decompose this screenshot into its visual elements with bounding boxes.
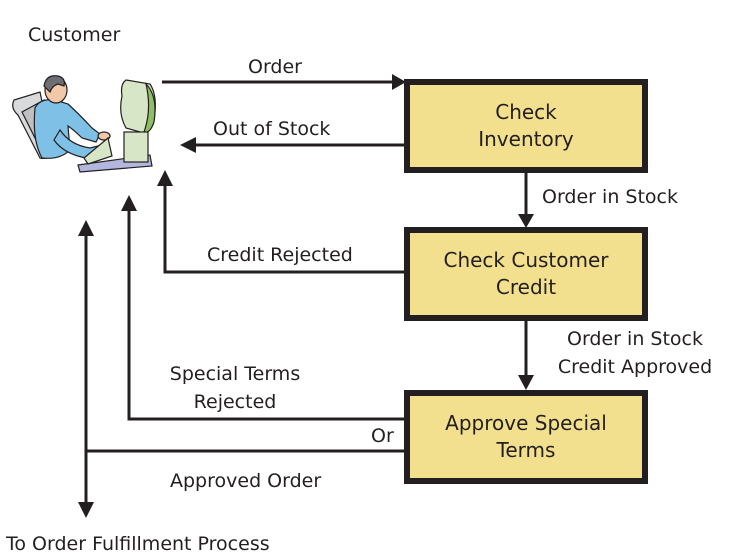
credit-rejected-label: Credit Rejected	[207, 244, 353, 266]
order-in-stock-label: Order in Stock	[542, 186, 678, 208]
out-of-stock-arrowhead	[180, 137, 196, 153]
check-inventory-box: Check Inventory	[404, 79, 648, 173]
stock-credit-approved-line2: Credit Approved	[557, 356, 713, 378]
approve-terms-line2: Terms	[496, 438, 556, 462]
fulfillment-label: To Order Fulfillment Process	[6, 533, 270, 555]
special-terms-rejected-arrowhead	[121, 195, 137, 211]
customer-label: Customer	[28, 24, 121, 46]
or-label: Or	[371, 425, 394, 447]
check-customer-credit-box: Check Customer Credit	[404, 227, 648, 321]
stock-credit-approved-label: Order in Stock Credit Approved	[540, 328, 730, 378]
special-terms-rejected-arrow	[127, 205, 406, 421]
check-inventory-line2: Inventory	[478, 127, 574, 151]
order-arrowhead	[392, 74, 406, 90]
special-terms-rejected-label: Special Terms Rejected	[155, 363, 315, 413]
credit-rejected-arrowhead	[157, 170, 173, 186]
approve-special-terms-box: Approve Special Terms	[404, 390, 648, 484]
special-terms-rejected-line2: Rejected	[193, 391, 277, 413]
approved-order-label: Approved Order	[170, 470, 322, 492]
order-label: Order	[248, 56, 302, 78]
check-credit-line1: Check Customer	[443, 248, 609, 272]
check-inventory-line1: Check	[495, 100, 557, 124]
person-at-computer-icon	[12, 75, 156, 173]
fulfillment-down-arrowhead	[78, 502, 94, 518]
out-of-stock-label: Out of Stock	[213, 118, 331, 140]
check-credit-line2: Credit	[495, 275, 557, 299]
approve-terms-line1: Approve Special	[445, 411, 607, 435]
special-terms-rejected-line1: Special Terms	[169, 363, 301, 385]
fulfillment-up-arrowhead	[78, 220, 94, 236]
order-in-stock-arrowhead	[518, 214, 534, 228]
stock-credit-approved-line1: Order in Stock	[567, 328, 703, 350]
credit-approved-arrowhead	[518, 375, 534, 390]
credit-rejected-arrow	[163, 180, 406, 274]
